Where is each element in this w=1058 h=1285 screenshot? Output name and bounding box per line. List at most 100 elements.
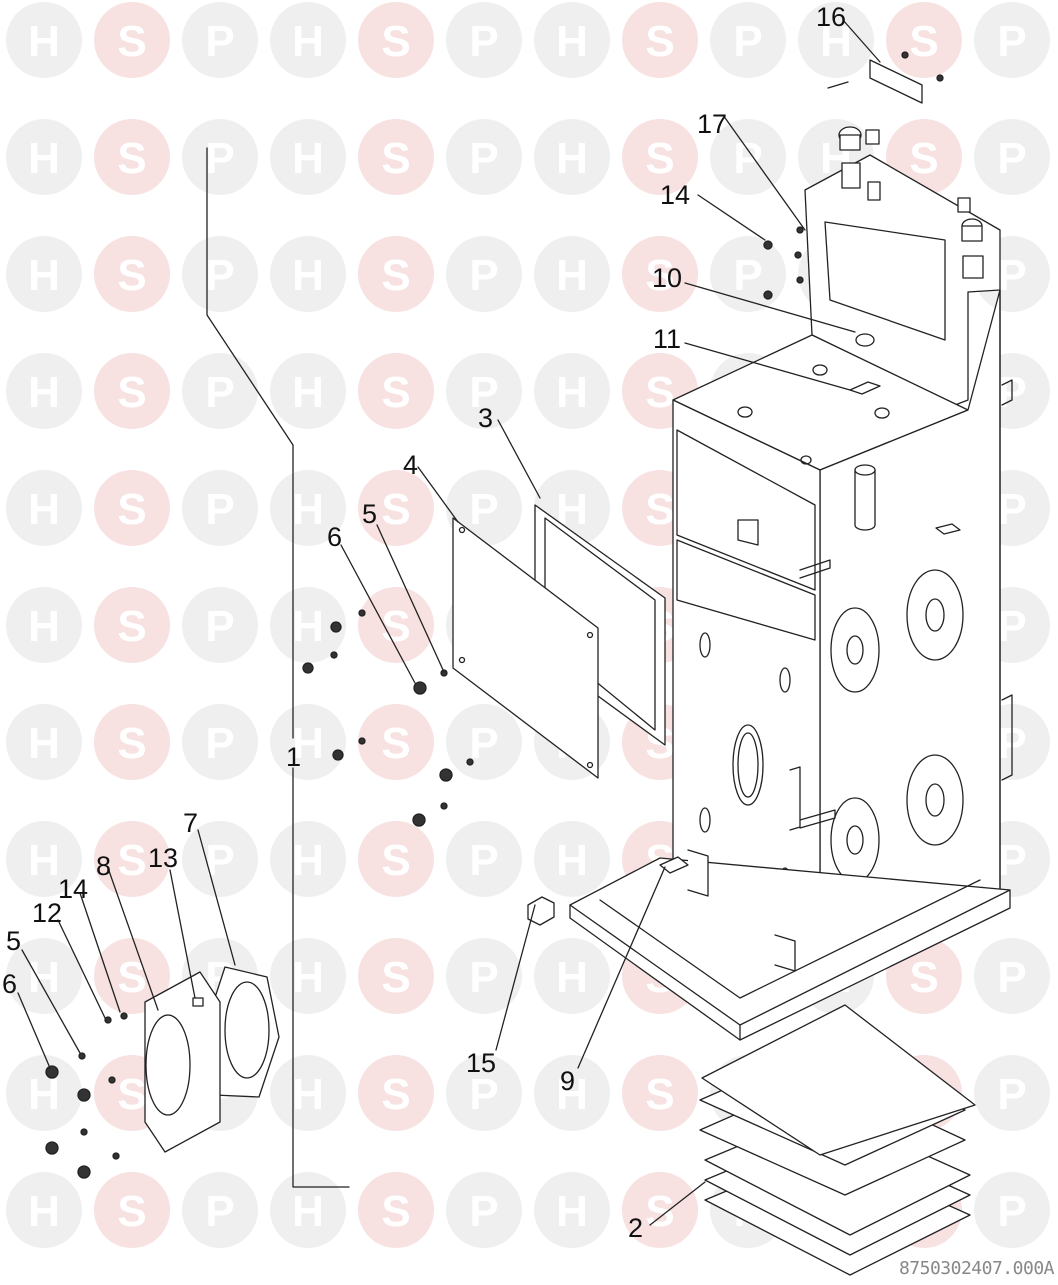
watermark-circle: [94, 587, 170, 663]
watermark-circle: [534, 938, 610, 1014]
watermark-circle: [94, 1172, 170, 1248]
watermark-circle: [446, 353, 522, 429]
watermark-letter: H: [292, 251, 324, 300]
watermark-circle: [6, 1172, 82, 1248]
callout-12: 12: [32, 898, 63, 928]
watermark-circle: [622, 1172, 698, 1248]
assembly-bracket-line: [206, 147, 350, 1188]
watermark-letter: P: [205, 485, 234, 534]
watermark-circle: [622, 1055, 698, 1131]
watermark-circle: [94, 119, 170, 195]
watermark-letter: S: [645, 134, 674, 183]
watermark-circle: [6, 938, 82, 1014]
watermark-letter: H: [28, 17, 60, 66]
watermark-letter: H: [28, 953, 60, 1002]
watermark-circle: [886, 2, 962, 78]
watermark-circle: [798, 2, 874, 78]
watermark-circle: [534, 119, 610, 195]
leader-lines: [17, 19, 881, 1226]
watermark-letter: S: [381, 1187, 410, 1236]
watermark-letter: H: [292, 368, 324, 417]
watermark-letter: S: [381, 134, 410, 183]
watermark-letter: P: [997, 485, 1026, 534]
callout-15: 15: [466, 1048, 497, 1078]
watermark-circle: [534, 1055, 610, 1131]
watermark-circle: [270, 704, 346, 780]
watermark-letter: H: [28, 368, 60, 417]
watermark-letter: S: [909, 134, 938, 183]
watermark-letter: P: [205, 17, 234, 66]
watermark-letter: P: [997, 953, 1026, 1002]
callout-8: 8: [96, 851, 112, 881]
watermark-circle: [6, 1055, 82, 1131]
watermark-letter: P: [469, 953, 498, 1002]
watermark-letter: P: [469, 368, 498, 417]
watermark-circle: [6, 119, 82, 195]
watermark-circle: [182, 1172, 258, 1248]
callout-5: 5: [362, 499, 378, 529]
watermark-letter: S: [645, 368, 674, 417]
callout-14: 14: [58, 874, 89, 904]
watermark-circle: [182, 2, 258, 78]
insulation-plates: [699, 1004, 976, 1276]
watermark-circle: [94, 236, 170, 312]
watermark-circle: [534, 1172, 610, 1248]
watermark-letter: H: [292, 485, 324, 534]
watermark-letter: S: [645, 1070, 674, 1119]
watermark-circle: [446, 821, 522, 897]
watermark-letter: P: [997, 1187, 1026, 1236]
watermark-letter: H: [292, 836, 324, 885]
callout-16: 16: [816, 2, 847, 32]
watermark-circle: [358, 938, 434, 1014]
watermark-circle: [446, 1172, 522, 1248]
watermark-letter: H: [556, 368, 588, 417]
watermark-circle: [94, 470, 170, 546]
callout-14: 14: [660, 180, 691, 210]
watermark-circle: [446, 119, 522, 195]
watermark-letter: P: [997, 17, 1026, 66]
watermark-letter: P: [205, 134, 234, 183]
watermark-circle: [270, 236, 346, 312]
watermark-circle: [358, 119, 434, 195]
small-nuts-top: [763, 226, 804, 300]
watermark-circle: [358, 704, 434, 780]
watermark-letter: P: [205, 251, 234, 300]
callout-7: 7: [183, 808, 199, 838]
watermark-letter: H: [556, 1187, 588, 1236]
watermark-circle: [270, 1055, 346, 1131]
watermark-letter: S: [645, 251, 674, 300]
callout-17: 17: [697, 109, 728, 139]
watermark-letter: H: [28, 1187, 60, 1236]
watermark-letter: H: [820, 17, 852, 66]
watermark-letter: S: [117, 17, 146, 66]
top-clamp: [827, 51, 944, 104]
watermark-circle: [358, 587, 434, 663]
watermark-circle: [534, 236, 610, 312]
watermark-letter: H: [28, 485, 60, 534]
watermark-letter: P: [733, 251, 762, 300]
watermark-letter: P: [997, 1070, 1026, 1119]
watermark-circle: [270, 587, 346, 663]
watermark-circle: [358, 2, 434, 78]
watermark-circle: [6, 587, 82, 663]
watermark-letter: S: [117, 602, 146, 651]
casing-body: [672, 126, 1013, 986]
watermark-circle: [270, 1172, 346, 1248]
callout-6: 6: [327, 522, 343, 552]
watermark-letter: S: [117, 1187, 146, 1236]
watermark-circle: [358, 236, 434, 312]
watermark-circle: [94, 353, 170, 429]
watermark-circle: [710, 2, 786, 78]
watermark-letter: P: [997, 134, 1026, 183]
watermark-circle: [94, 821, 170, 897]
watermark-letter: S: [645, 1187, 674, 1236]
watermark-letter: S: [381, 368, 410, 417]
watermark-letter: P: [469, 1187, 498, 1236]
watermark-circle: [6, 704, 82, 780]
watermark-circle: [270, 2, 346, 78]
watermark-letter: S: [117, 251, 146, 300]
callout-13: 13: [148, 843, 179, 873]
watermark-letter: P: [205, 719, 234, 768]
watermark-circle: [534, 2, 610, 78]
